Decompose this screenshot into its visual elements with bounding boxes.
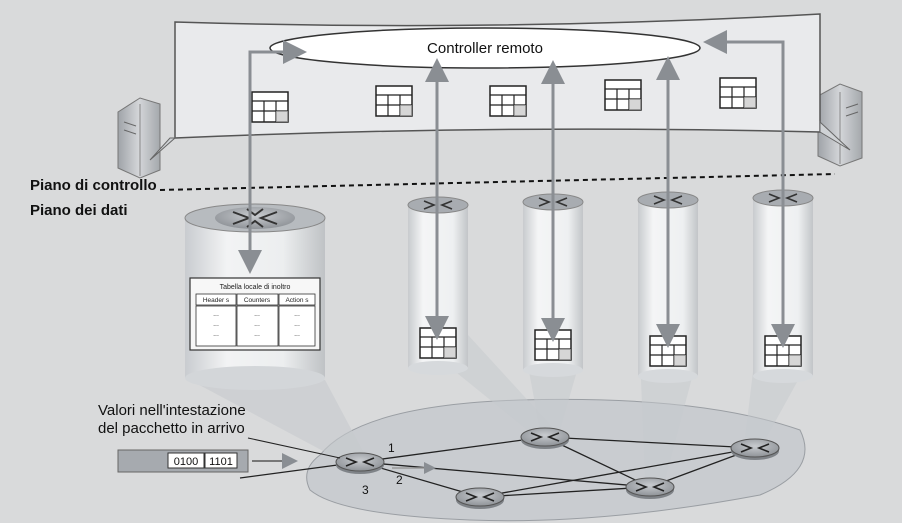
controller-label: Controller remoto	[427, 40, 543, 57]
network-router-icon-3	[455, 487, 505, 509]
controller-flow-table-icon-2	[375, 85, 413, 117]
network-router-icon-2	[520, 427, 570, 449]
network-router-icon-4	[625, 477, 675, 499]
left-server-icon	[117, 97, 161, 179]
flow-table-cell-1-2: ...	[254, 331, 260, 338]
controller-flow-table-icon-3	[489, 85, 527, 117]
controller-flow-table-icon-5	[719, 77, 757, 109]
router-icon	[215, 207, 295, 229]
control-arrow-icon-5	[703, 30, 795, 348]
packet-header: 0100 1101	[117, 449, 298, 473]
plane-separator	[159, 173, 836, 191]
control-arrow-icon-1	[238, 40, 307, 274]
port-3: 3	[362, 483, 369, 497]
flow-table-cell-1-1: ...	[254, 321, 260, 328]
flow-table-cell-2-2: ...	[294, 331, 300, 338]
switch-flow-table-icon-4	[764, 335, 802, 367]
flow-table-cell-1-0: ...	[254, 311, 260, 318]
control-plane-label: Piano di controllo	[30, 177, 157, 194]
flow-table-cell-2-1: ...	[294, 321, 300, 328]
port-1: 1	[388, 441, 395, 455]
controller-flow-table-icon-4	[604, 79, 642, 111]
switch-flow-table-icon-1	[419, 327, 457, 359]
local-flow-table: Tabella locale di inoltro Header s Count…	[189, 277, 321, 351]
flow-table-cell-0-2: ...	[213, 331, 219, 338]
network-router-icon-1	[335, 452, 385, 474]
packet-caption-line2: del pacchetto in arrivo	[98, 420, 245, 437]
flow-table-cell-2-0: ...	[294, 311, 300, 318]
flow-table-header-0: Header s	[203, 297, 230, 304]
flow-table-header-2: Action s	[285, 297, 309, 304]
port-2: 2	[396, 473, 403, 487]
flow-table-cell-0-0: ...	[213, 311, 219, 318]
flow-table-title: Tabella locale di inoltro	[220, 284, 291, 291]
packet-bits-1: 0100	[174, 456, 198, 468]
flow-table-header-1: Counters	[244, 297, 271, 304]
switch-flow-table-icon-2	[534, 329, 572, 361]
packet-bits-2: 1101	[209, 456, 233, 468]
flow-table-cell-0-1: ...	[213, 321, 219, 328]
packet-caption-line1: Valori nell'intestazione	[98, 402, 246, 419]
controller-flow-table-icon-1	[251, 91, 289, 123]
switch-flow-table-icon-3	[649, 335, 687, 367]
right-server-icon	[817, 83, 863, 167]
network-router-icon-5	[730, 438, 780, 460]
data-plane-label: Piano dei dati	[30, 202, 128, 219]
